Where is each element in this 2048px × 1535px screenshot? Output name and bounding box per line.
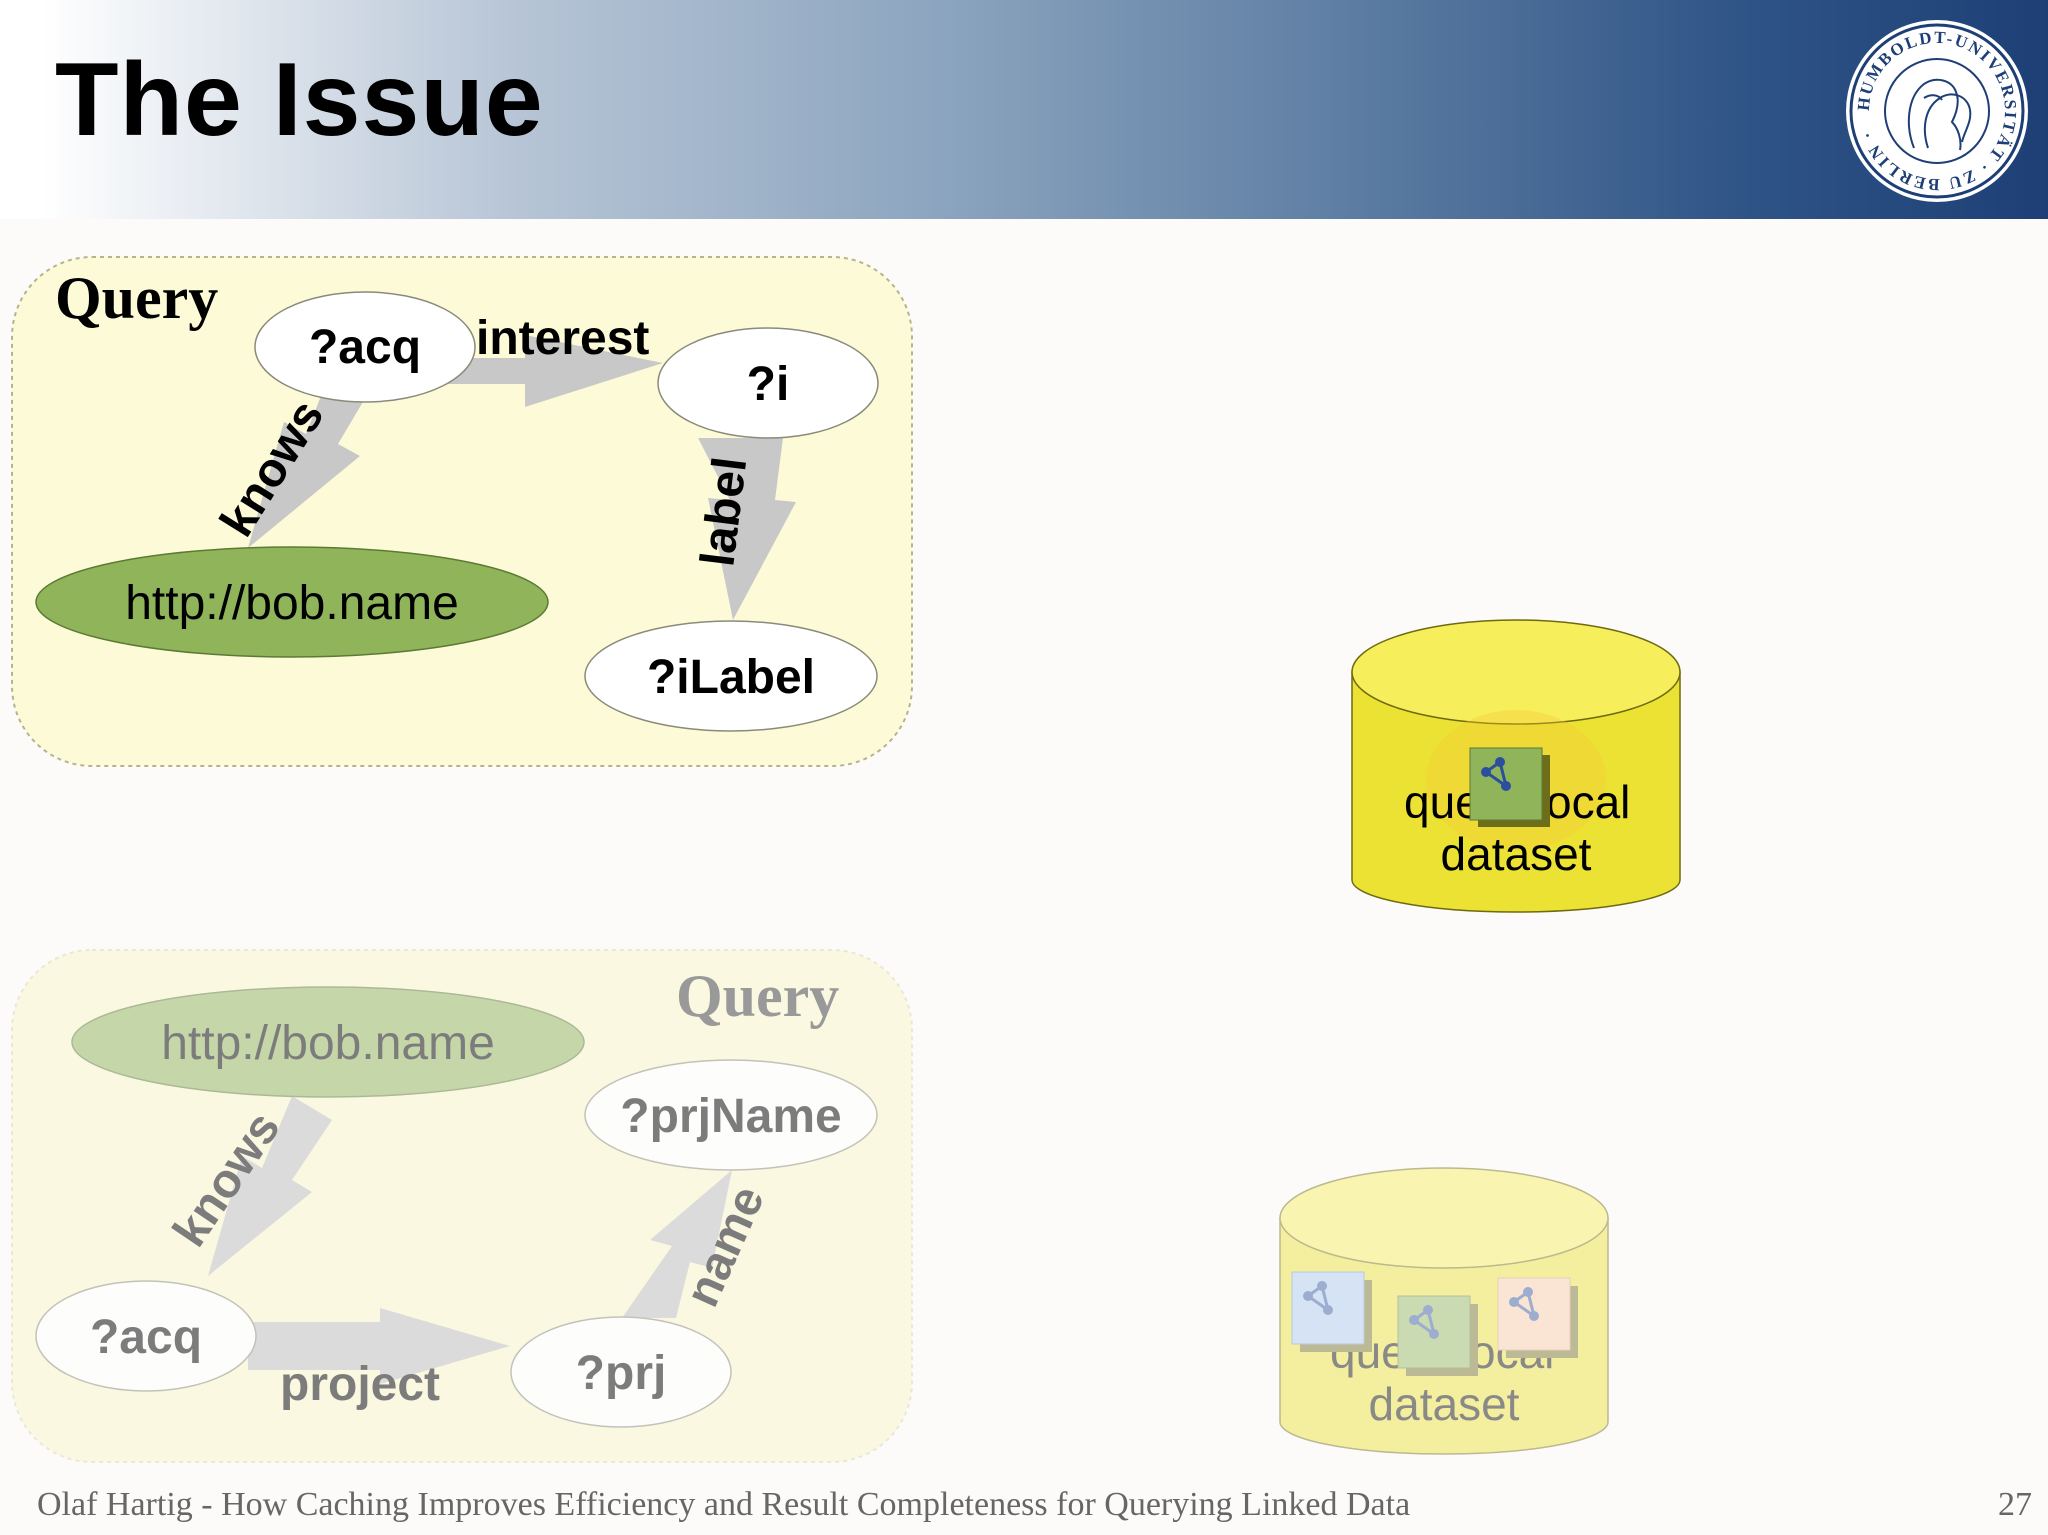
graph-document-icon-top <box>1469 747 1550 827</box>
node-prjname-bottom-label: ?prjName <box>620 1090 841 1143</box>
dataset-top-line2: dataset <box>1441 828 1592 880</box>
query-label-bottom: Query <box>676 963 839 1029</box>
slide-header <box>0 0 2048 219</box>
query-label-top: Query <box>55 265 218 331</box>
edge-arrow-label <box>698 438 796 620</box>
seal-portraits <box>1907 78 1972 151</box>
node-acq-top-label: ?acq <box>309 321 421 374</box>
node-bob-top-label: http://bob.name <box>125 577 459 630</box>
graph-document-icon-green <box>1397 1295 1478 1376</box>
edge-arrow-knows-bottom <box>208 1096 332 1276</box>
dataset-cylinder-bottom <box>1279 1217 1609 1455</box>
node-acq-bottom <box>35 1280 257 1392</box>
edge-label-label: label <box>691 454 757 569</box>
slide-footer: Olaf Hartig - How Caching Improves Effic… <box>37 1486 1411 1523</box>
edge-label-project: project <box>280 1358 440 1411</box>
dataset-bottom-line1-right: ocal <box>1470 1326 1554 1378</box>
dataset-bottom-line1-left: que <box>1330 1326 1407 1378</box>
edge-label-interest: interest <box>476 312 649 365</box>
node-bob-top <box>35 546 549 658</box>
graph-document-icon-blue <box>1291 1271 1372 1352</box>
node-prj-bottom <box>510 1316 732 1428</box>
node-i-top <box>657 327 879 439</box>
dataset-cylinder-bottom-group: que ocal dataset <box>1279 1167 1609 1455</box>
dataset-top-line1-left: que <box>1404 776 1481 828</box>
edge-arrow-project <box>248 1308 510 1384</box>
query-panel-bottom-group: http://bob.name ?prjName ?acq ?prj knows… <box>11 949 913 1463</box>
university-seal: HUMBOLDT-UNIVERSITÄT · ZU BERLIN · <box>1846 20 2028 202</box>
node-bob-bottom-label: http://bob.name <box>161 1017 495 1070</box>
node-acq-bottom-label: ?acq <box>90 1311 202 1364</box>
edge-arrow-interest <box>440 335 663 407</box>
dataset-bottom-line2: dataset <box>1369 1378 1520 1430</box>
node-ilabel-top <box>584 620 878 732</box>
slide-title: The Issue <box>55 42 544 158</box>
node-prjname-bottom <box>584 1059 878 1171</box>
graph-document-icon-orange <box>1497 1277 1578 1358</box>
node-prj-bottom-label: ?prj <box>576 1347 667 1400</box>
dataset-top-line1-right: ocal <box>1546 776 1630 828</box>
node-acq-top <box>254 291 476 403</box>
node-bob-bottom <box>71 986 585 1098</box>
page-number: 27 <box>1998 1486 2032 1523</box>
edge-arrow-name <box>622 1170 732 1318</box>
node-i-top-label: ?i <box>747 358 790 411</box>
node-ilabel-top-label: ?iLabel <box>647 651 815 704</box>
edge-arrow-knows <box>248 368 370 548</box>
